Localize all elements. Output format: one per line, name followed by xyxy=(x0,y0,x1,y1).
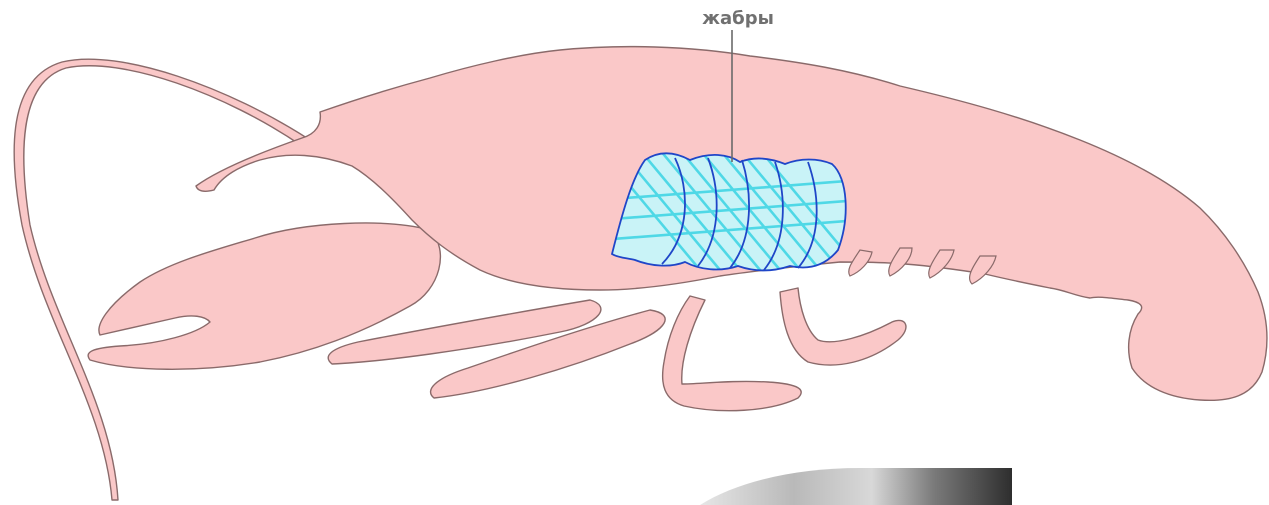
walking-leg-4 xyxy=(780,288,906,365)
label-gills: жабры xyxy=(702,8,774,29)
photo-fragment xyxy=(700,468,1012,505)
walking-leg-3 xyxy=(663,296,802,411)
gills-hatched xyxy=(600,150,860,271)
